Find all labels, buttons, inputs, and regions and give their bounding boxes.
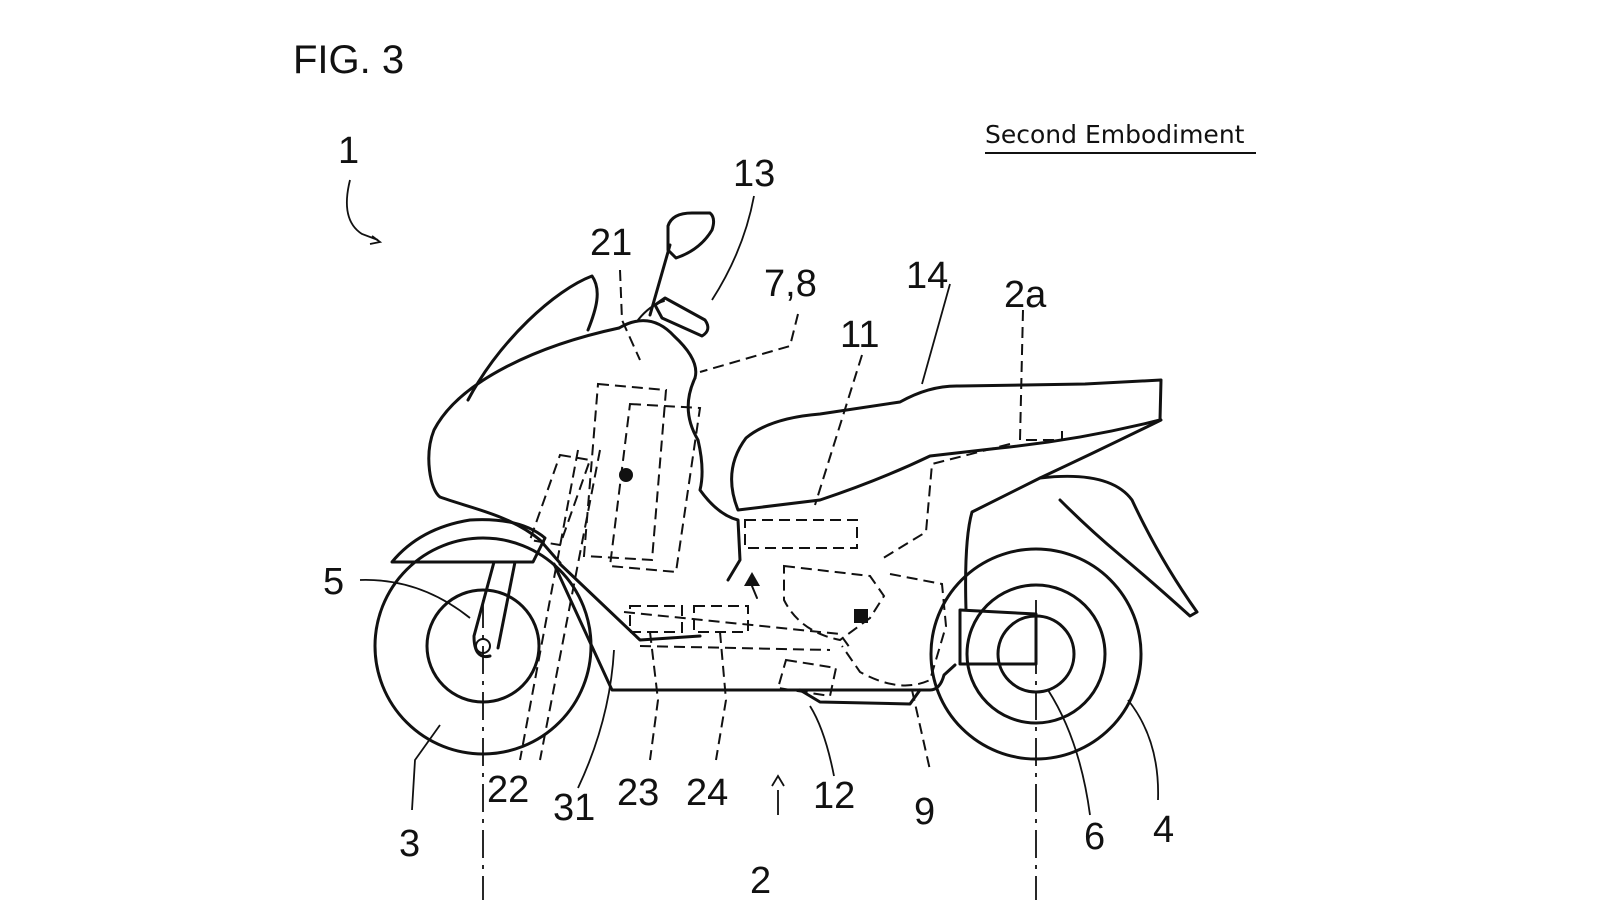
rear-fender [1038,474,1199,618]
under-cover [798,688,922,706]
label-24: 24 [686,772,728,814]
label-14: 14 [906,255,948,297]
label-21: 21 [590,222,632,264]
label-2a: 2a [1004,274,1047,316]
mirror-stem [648,243,672,317]
label-31: 31 [553,787,595,829]
internal-components [519,269,1063,771]
label-11: 11 [840,314,879,356]
front-fender [390,518,547,564]
label-1: 1 [338,130,359,172]
swing-arm [958,608,1038,666]
front-cover [427,326,621,565]
handlebar-grip [653,296,710,338]
windscreen [466,274,599,402]
label-2: 2 [750,860,771,900]
brake-lever [637,300,665,321]
label-23: 23 [617,772,659,814]
label-12: 12 [813,775,855,817]
leader-lines [346,179,1159,816]
label-7-8: 7,8 [764,263,817,305]
label-4: 4 [1153,809,1174,851]
triangle-marker [744,572,760,586]
seat [730,378,1163,512]
square-marker [854,609,868,623]
embodiment-label: Second Embodiment [985,120,1245,149]
floor-step [558,562,702,642]
label-22: 22 [487,769,529,811]
rear-wheel [929,547,1143,761]
label-9: 9 [914,791,935,833]
floor-board [552,562,957,692]
steering-column [617,319,698,380]
label-6: 6 [1084,816,1105,858]
figure-label: FIG. 3 [293,38,404,82]
front-fork [472,560,517,659]
mirror [666,211,716,260]
label-5: 5 [323,561,344,603]
label-13: 13 [733,153,775,195]
label-3: 3 [399,823,420,865]
inner-panel [686,376,742,582]
circle-marker [619,468,633,482]
